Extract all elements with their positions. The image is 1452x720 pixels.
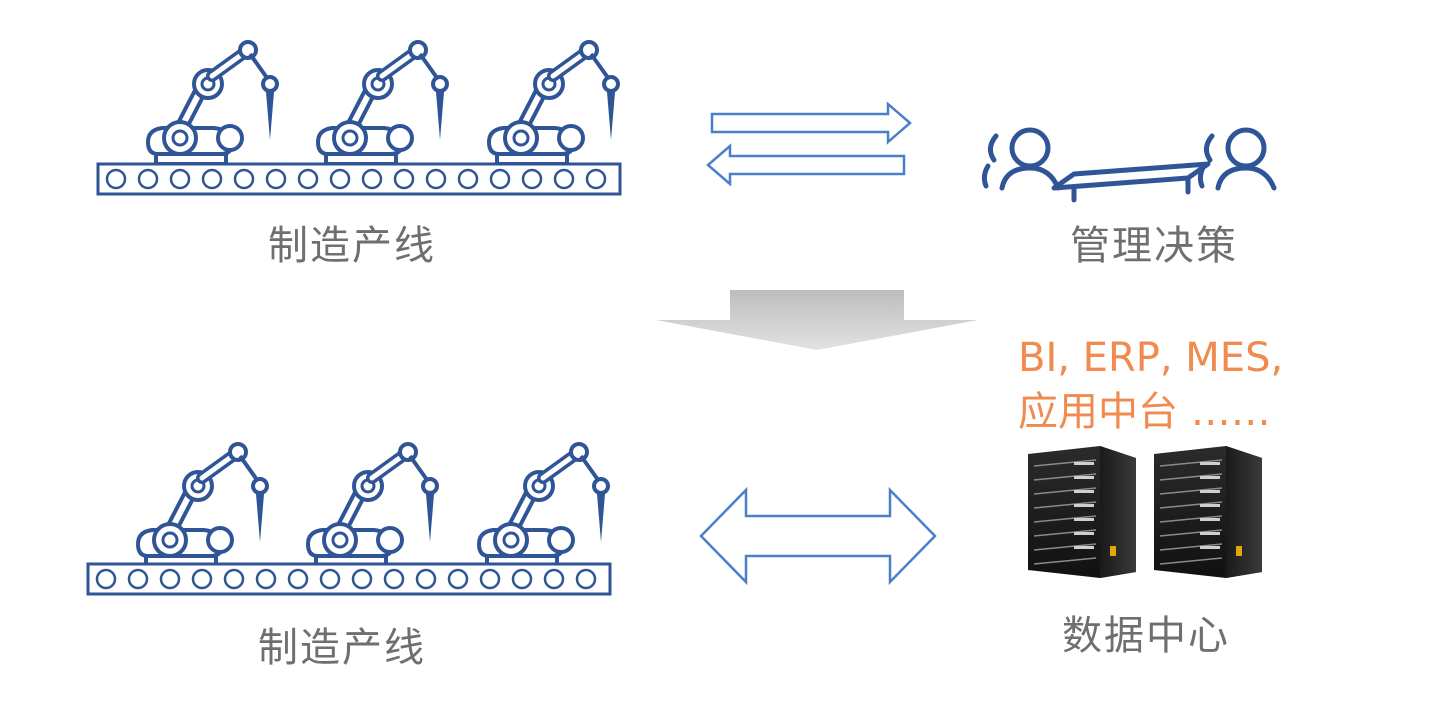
top-production-line (96, 40, 626, 200)
systems-list-line1: BI, ERP, MES, (1018, 335, 1284, 381)
double-arrow-icon (699, 486, 937, 586)
server-rack-icon (1028, 446, 1262, 578)
bidirectional-flow-arrows (706, 102, 912, 186)
systems-list-line2: 应用中台 …… (1018, 389, 1271, 435)
down-arrow-icon (656, 290, 978, 350)
production-line-icon (96, 40, 626, 196)
production-line-icon (86, 442, 616, 596)
arrow-left-icon (706, 143, 906, 186)
bottom-left-label: 制造产线 (258, 625, 426, 671)
top-left-label: 制造产线 (268, 223, 436, 269)
arrow-right-icon (710, 102, 912, 145)
bottom-right-label: 数据中心 (1062, 613, 1230, 659)
bottom-production-line (86, 442, 616, 602)
top-right-label: 管理决策 (1070, 223, 1238, 269)
management-meeting-icon (981, 127, 1277, 203)
server-rack-2 (1154, 446, 1262, 578)
server-rack-1 (1028, 446, 1136, 578)
